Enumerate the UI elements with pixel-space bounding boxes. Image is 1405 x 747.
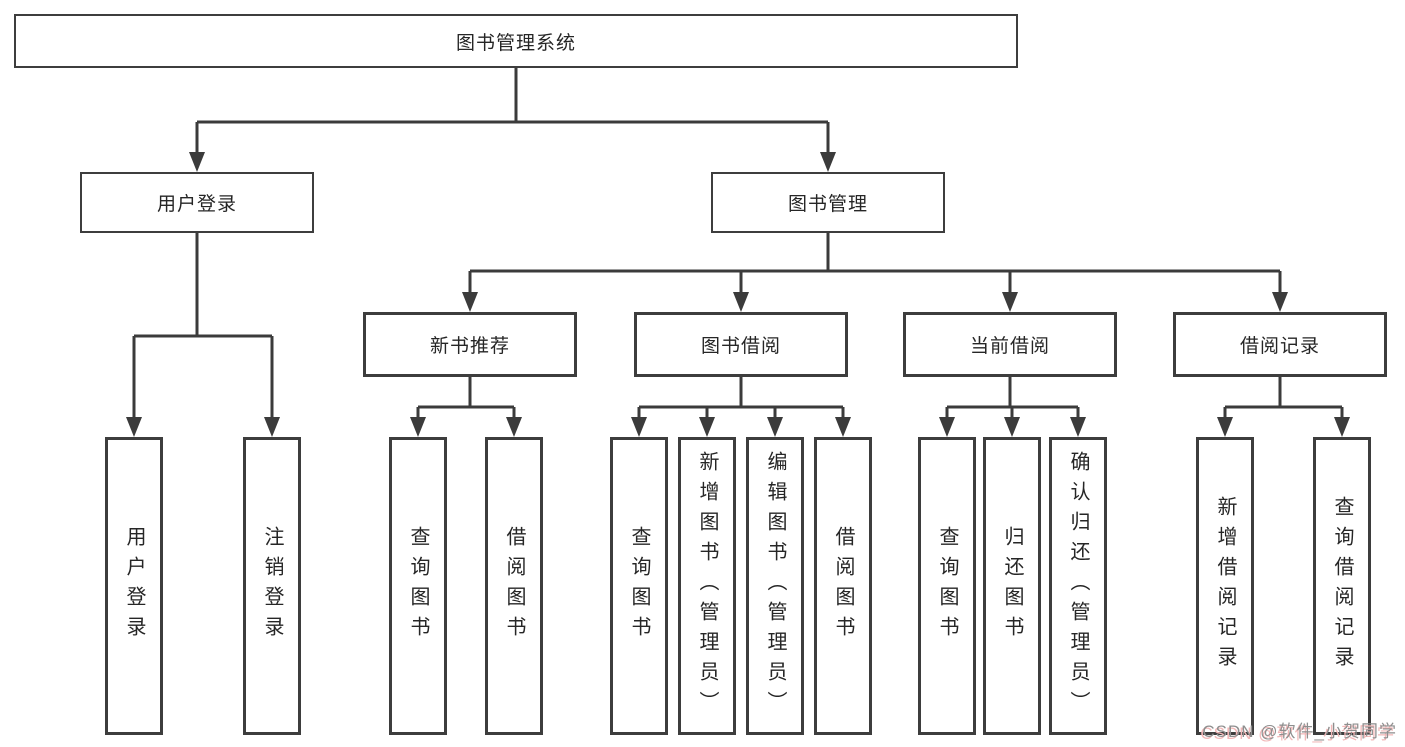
node-label: 用户登录 bbox=[123, 526, 145, 646]
leaf-logout: 注销登录 bbox=[243, 437, 301, 735]
leaf-record-query-borrow-record: 查询借阅记录 bbox=[1313, 437, 1371, 735]
connector-currentborrow-to-leaves bbox=[945, 377, 1080, 419]
node-system-root: 图书管理系统 bbox=[14, 14, 1018, 68]
node-book-borrow-module: 图书借阅 bbox=[634, 312, 848, 377]
leaf-current-confirm-return-admin: 确认归还（管理员） bbox=[1049, 437, 1107, 735]
arrowheads bbox=[126, 152, 1350, 437]
leaf-borrowmod-edit-book-admin: 编辑图书（管理员） bbox=[746, 437, 804, 735]
node-label: 借阅记录 bbox=[1239, 336, 1320, 357]
connector-userlogin-to-leaves bbox=[132, 233, 274, 419]
node-user-login-branch: 用户登录 bbox=[80, 172, 314, 233]
node-label: 注销登录 bbox=[261, 526, 283, 646]
node-label: 确认归还（管理员） bbox=[1067, 451, 1089, 721]
leaf-current-query-books: 查询图书 bbox=[918, 437, 976, 735]
leaf-user-login: 用户登录 bbox=[105, 437, 163, 735]
node-borrow-record-module: 借阅记录 bbox=[1173, 312, 1387, 377]
node-new-book-module: 新书推荐 bbox=[363, 312, 577, 377]
node-label: 新书推荐 bbox=[429, 336, 510, 357]
connector-borrowrecord-to-leaves bbox=[1223, 377, 1344, 419]
node-label: 图书管理 bbox=[787, 194, 868, 215]
node-label: 新增借阅记录 bbox=[1214, 496, 1236, 676]
leaf-borrowmod-add-book-admin: 新增图书（管理员） bbox=[678, 437, 736, 735]
node-book-management-branch: 图书管理 bbox=[711, 172, 945, 233]
connector-newbook-to-leaves bbox=[416, 377, 516, 419]
csdn-watermark: CSDN @软件_小贺同学 bbox=[1202, 722, 1397, 741]
node-current-borrow-module: 当前借阅 bbox=[903, 312, 1117, 377]
leaf-borrowmod-borrow-books: 借阅图书 bbox=[814, 437, 872, 735]
node-label: 用户登录 bbox=[156, 194, 237, 215]
leaf-record-add-borrow-record: 新增借阅记录 bbox=[1196, 437, 1254, 735]
node-label: 图书管理系统 bbox=[455, 32, 576, 54]
connector-root-to-branches bbox=[195, 68, 830, 154]
node-label: 编辑图书（管理员） bbox=[764, 451, 786, 721]
node-label: 新增图书（管理员） bbox=[696, 451, 718, 721]
node-label: 查询图书 bbox=[628, 526, 650, 646]
node-label: 查询借阅记录 bbox=[1331, 496, 1353, 676]
leaf-newbook-query-books: 查询图书 bbox=[389, 437, 447, 735]
connector-bookborrow-to-leaves bbox=[637, 377, 845, 419]
connector-bookmgmt-to-modules bbox=[468, 233, 1282, 294]
leaf-current-return-books: 归还图书 bbox=[983, 437, 1041, 735]
leaf-borrowmod-query-books: 查询图书 bbox=[610, 437, 668, 735]
node-label: 借阅图书 bbox=[503, 526, 525, 646]
leaf-newbook-borrow-books: 借阅图书 bbox=[485, 437, 543, 735]
node-label: 当前借阅 bbox=[969, 336, 1050, 357]
node-label: 查询图书 bbox=[936, 526, 958, 646]
node-label: 借阅图书 bbox=[832, 526, 854, 646]
node-label: 归还图书 bbox=[1001, 526, 1023, 646]
node-label: 查询图书 bbox=[407, 526, 429, 646]
node-label: 图书借阅 bbox=[700, 336, 781, 357]
